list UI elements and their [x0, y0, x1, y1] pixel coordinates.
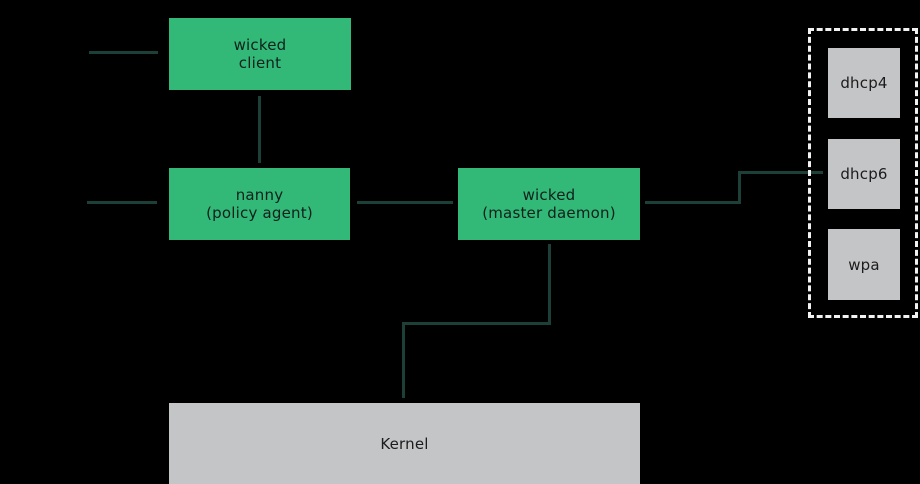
node-wicked-client: wicked client [169, 18, 351, 90]
node-dhcp6: dhcp6 [828, 139, 900, 209]
nanny-label: nanny (policy agent) [206, 186, 313, 222]
dhcp4-label: dhcp4 [840, 74, 888, 92]
connector-left-stub-to-wicked-client [89, 51, 158, 54]
node-wpa: wpa [828, 229, 900, 300]
supplicants-group-box: dhcp4 dhcp6 wpa [808, 28, 918, 318]
connector-wicked-master-to-dhcp6 [738, 171, 823, 174]
connector-left-stub-to-nanny [87, 201, 157, 204]
wicked-client-label: wicked client [233, 36, 287, 72]
connector-wicked-master-to-kernel-segment1 [548, 244, 551, 325]
connector-wicked-client-to-nanny [258, 96, 261, 163]
connector-wicked-master-to-supplicants-segment1 [645, 201, 741, 204]
connector-wicked-master-to-kernel-segment2 [402, 322, 551, 325]
node-wicked-master-daemon: wicked (master daemon) [458, 168, 640, 240]
connector-wicked-master-to-supplicants-segment2 [738, 171, 741, 204]
wicked-master-label: wicked (master daemon) [482, 186, 616, 222]
node-nanny-policy-agent: nanny (policy agent) [169, 168, 350, 240]
node-kernel: Kernel [169, 403, 640, 484]
wpa-label: wpa [848, 255, 880, 274]
kernel-label: Kernel [380, 434, 429, 453]
connector-wicked-master-to-kernel-segment3 [402, 322, 405, 398]
node-dhcp4: dhcp4 [828, 48, 900, 118]
connector-nanny-to-wicked-master [357, 201, 453, 204]
dhcp6-label: dhcp6 [840, 165, 888, 183]
